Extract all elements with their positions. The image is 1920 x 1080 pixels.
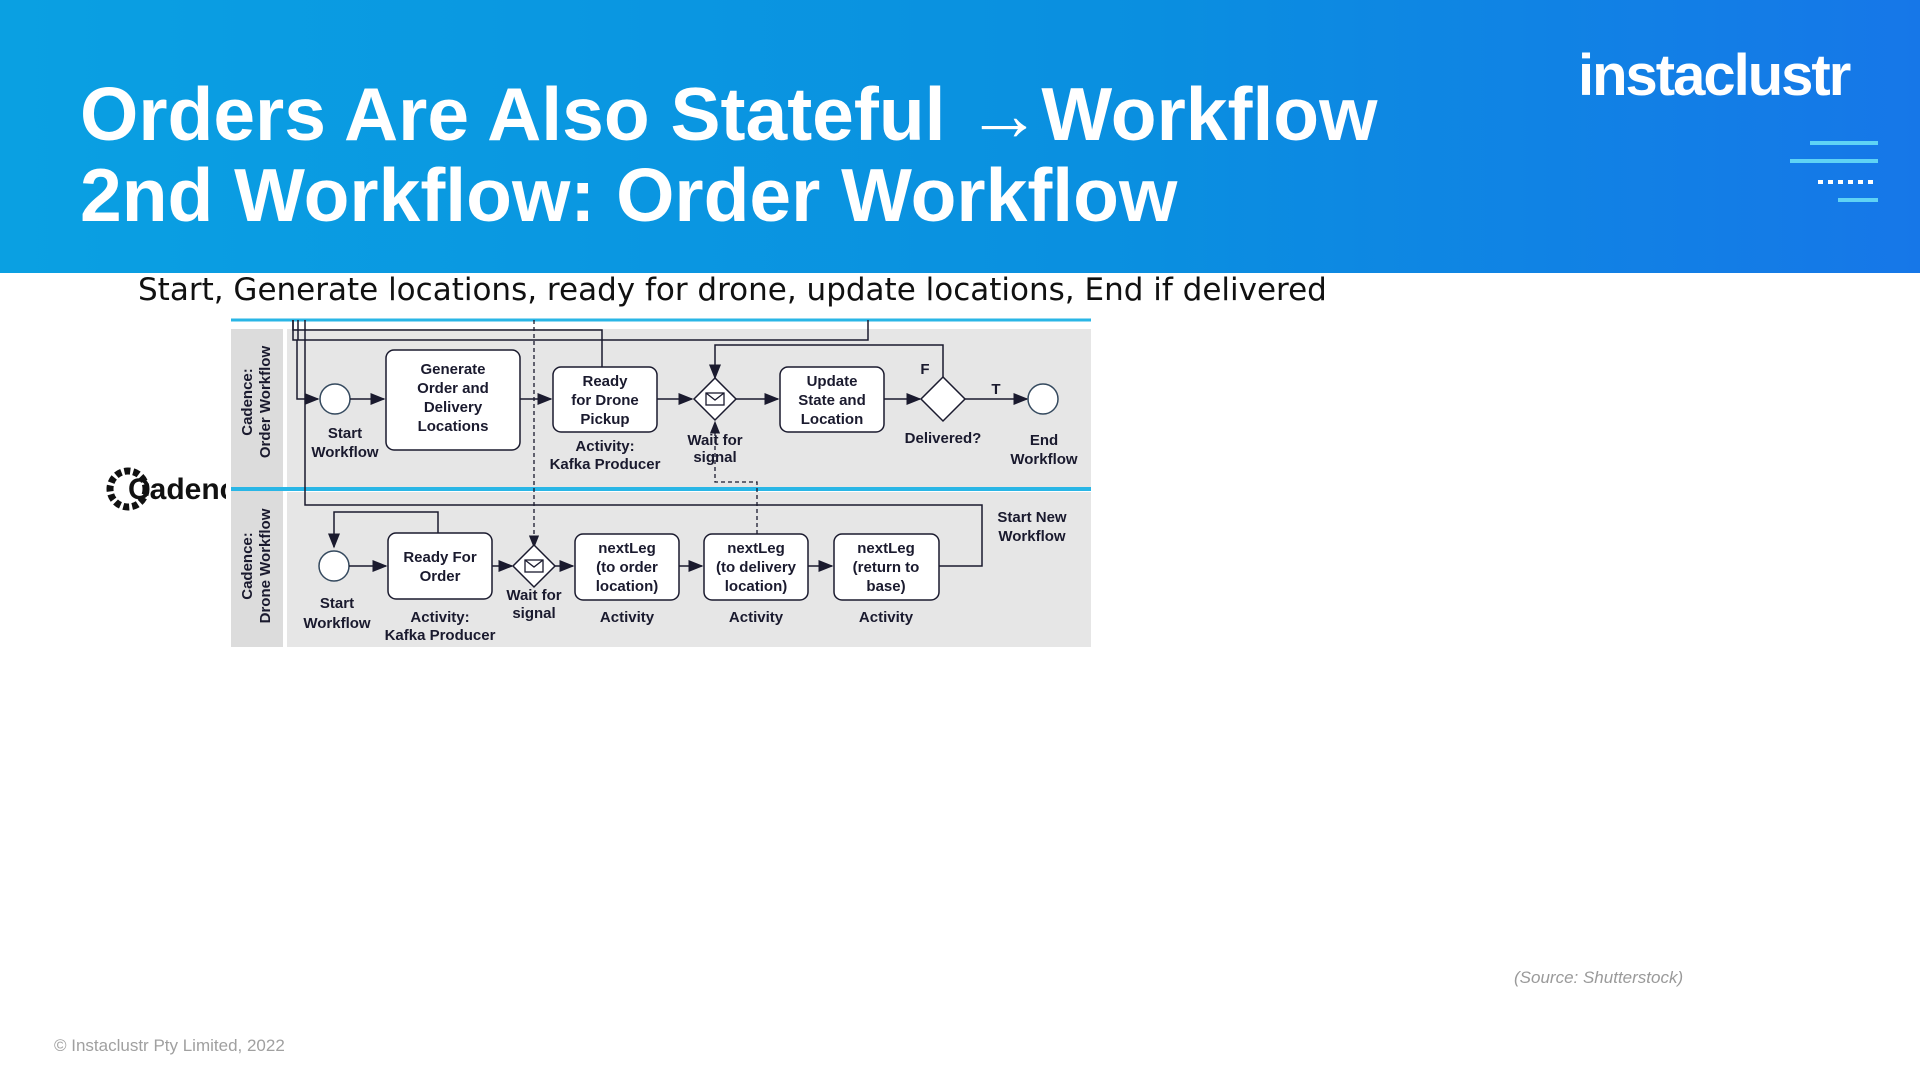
leg1-note: Activity [600,609,655,626]
menu-lines-icon [1790,141,1878,202]
leg3-label-1: nextLeg [857,540,915,557]
generate-label-2: Order and [417,380,489,397]
ready-pickup-note-2: Kafka Producer [550,456,661,473]
update-label-2: State and [798,392,866,409]
drone-start-label-1: Start [320,595,354,612]
delivered-label: Delivered? [905,430,982,447]
generate-label-4: Locations [418,418,489,435]
order-lane-label-1: Cadence: [239,368,256,436]
leg2-label-3: location) [725,578,788,595]
ready-pickup-label-3: Pickup [580,411,629,428]
slide-subtitle: Start, Generate locations, ready for dro… [138,272,1327,308]
drone-start-event [318,550,350,582]
ready-for-order-task [387,532,493,600]
next-leg-order-task [574,533,680,601]
leg2-note: Activity [729,609,784,626]
drone-wait-label-1: Wait for [506,587,561,604]
leg3-note: Activity [859,609,914,626]
title-line-2: 2nd Workflow: Order Workflow [80,153,1178,237]
next-leg-return-task [833,533,940,601]
title-line-1: Orders Are Also Stateful →Workflow [80,72,1378,156]
delivered-gateway [919,375,967,423]
ready-order-label-2: Order [420,568,461,585]
ready-pickup-label-2: for Drone [571,392,639,409]
leg3-label-3: base) [866,578,905,595]
leg2-label-1: nextLeg [727,540,785,557]
copyright-footer: © Instaclustr Pty Limited, 2022 [54,1036,285,1055]
order-start-event [319,383,351,415]
drone-start-label-2: Workflow [303,615,371,632]
order-end-label-1: End [1030,432,1058,449]
order-start-label-1: Start [328,425,362,442]
order-start-label-2: Workflow [311,444,379,461]
drone-lane-label-2: Drone Workflow [257,508,274,623]
page-title: Orders Are Also Stateful →Workflow 2nd W… [80,74,1377,236]
order-wait-label-2: signal [693,449,736,466]
drone-lane-label-1: Cadence: [239,532,256,600]
ready-pickup-label-1: Ready [582,373,628,390]
next-leg-delivery-task [703,533,809,601]
leg1-label-1: nextLeg [598,540,656,557]
order-lane [231,329,1091,491]
instaclustr-logo: instaclustr [1578,43,1851,108]
start-new-label-1: Start New [997,509,1067,526]
true-branch-label: T [991,381,1000,398]
update-label-3: Location [801,411,864,428]
start-new-label-2: Workflow [998,528,1066,545]
leg1-label-2: (to order [596,559,658,576]
order-end-event [1027,383,1059,415]
cadence-logo: Cadence [106,467,226,511]
leg1-label-3: location) [596,578,659,595]
generate-locations-task [385,349,521,451]
ready-order-note-1: Activity: [410,609,469,626]
ready-order-label-1: Ready For [403,549,477,566]
order-lane-label-2: Order Workflow [257,346,274,459]
header-banner: Orders Are Also Stateful →Workflow 2nd W… [0,0,1920,273]
generate-label-3: Delivery [424,399,483,416]
drone-wait-label-2: signal [512,605,555,622]
false-branch-label: F [920,361,929,378]
update-label-1: Update [807,373,858,390]
ready-order-note-2: Kafka Producer [385,627,496,644]
generate-label-1: Generate [420,361,485,378]
cadence-logo-text: Cadence [128,473,226,506]
order-end-label-2: Workflow [1010,451,1078,468]
ready-pickup-note-1: Activity: [575,438,634,455]
source-note: (Source: Shutterstock) [1514,968,1684,987]
leg2-label-2: (to delivery [716,559,797,576]
leg3-label-2: (return to [853,559,920,576]
